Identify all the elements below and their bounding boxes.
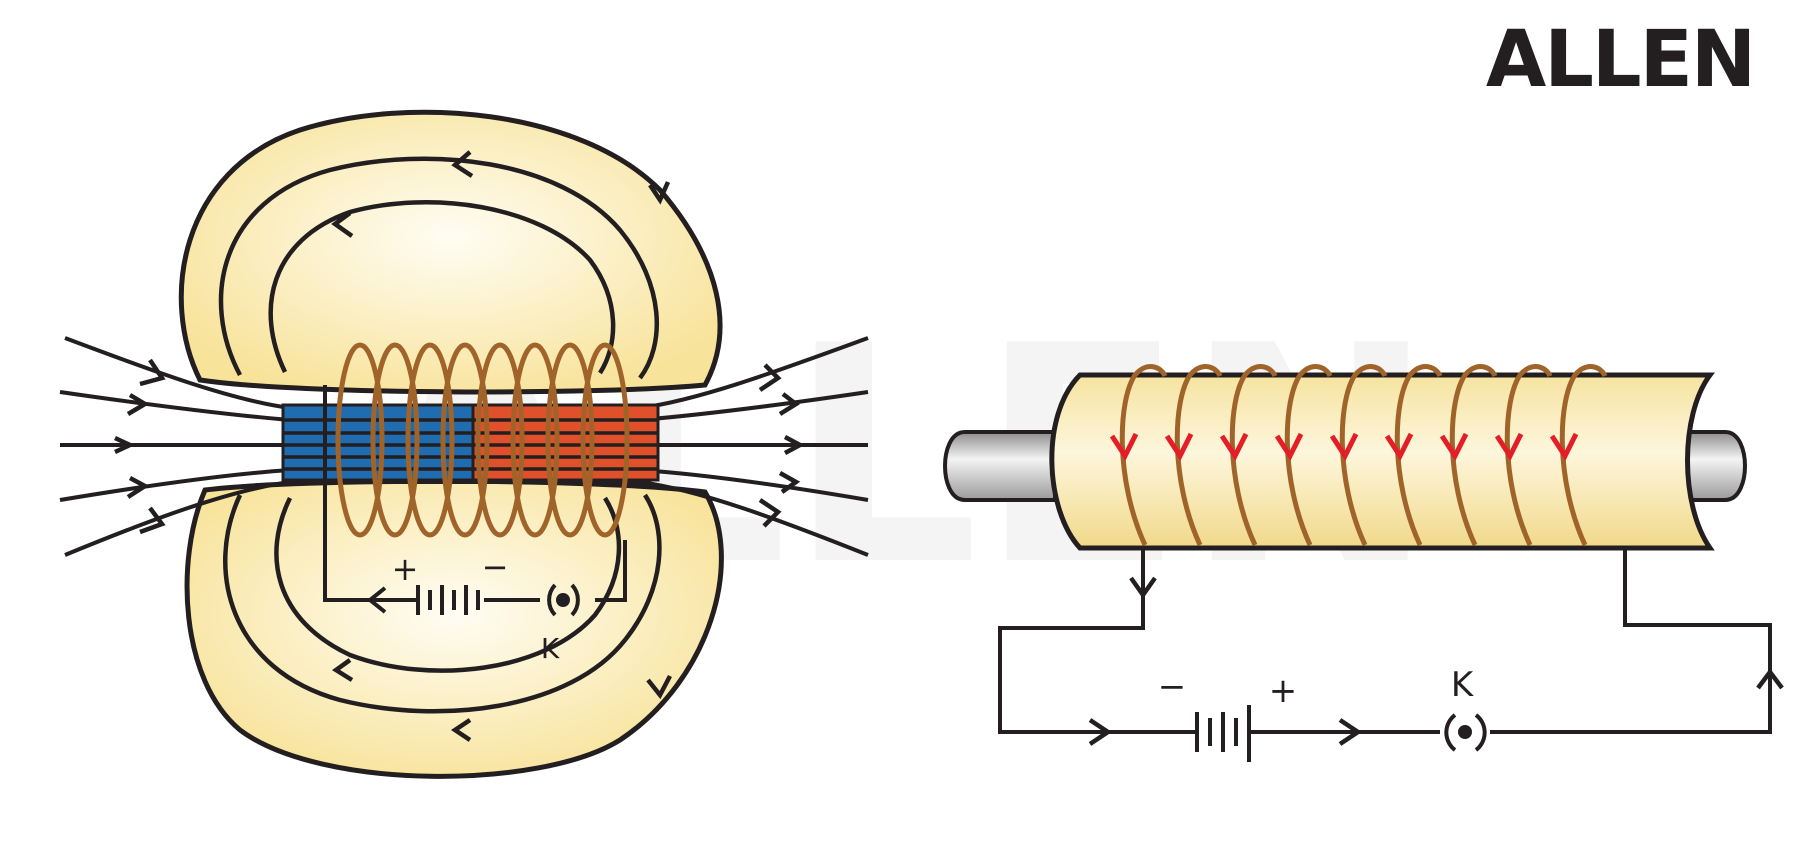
left-key-icon: [547, 583, 580, 617]
allen-logo: ALLEN: [1486, 15, 1756, 105]
right-battery-minus-label: −: [1158, 667, 1187, 707]
left-field-arrows: [114, 150, 805, 742]
field-loop-bottom-2: [223, 493, 662, 714]
left-battery-plus-label: +: [392, 550, 419, 588]
right-circuit-arrows: [1088, 576, 1784, 746]
right-solenoid-coil: [1119, 364, 1608, 547]
left-solenoid-coil: [335, 342, 630, 538]
right-battery: [1190, 705, 1260, 762]
left-circuit: [323, 385, 627, 602]
field-loop-bottom-3: [274, 496, 622, 673]
right-circuit: [998, 548, 1772, 734]
left-key-label: K: [541, 632, 560, 665]
field-loop-top-2: [218, 156, 660, 380]
left-battery: [405, 585, 480, 615]
left-circuit-arrow: [366, 586, 387, 614]
field-loop-top-3: [268, 200, 616, 375]
left-rod: [942, 430, 1057, 502]
field-region-top: [178, 109, 723, 395]
coil-current-arrows: [1109, 432, 1579, 462]
logo-text: ALLEN: [1486, 15, 1754, 105]
left-battery-minus-label: −: [482, 548, 509, 586]
right-key-label: K: [1451, 665, 1475, 705]
right-diagram: − + K: [942, 364, 1784, 762]
right-battery-plus-label: +: [1269, 671, 1298, 711]
right-key-icon: [1444, 713, 1487, 752]
right-rod: [1678, 430, 1748, 502]
left-diagram: + − K: [59, 109, 869, 779]
cylinder-body: [1049, 372, 1715, 551]
